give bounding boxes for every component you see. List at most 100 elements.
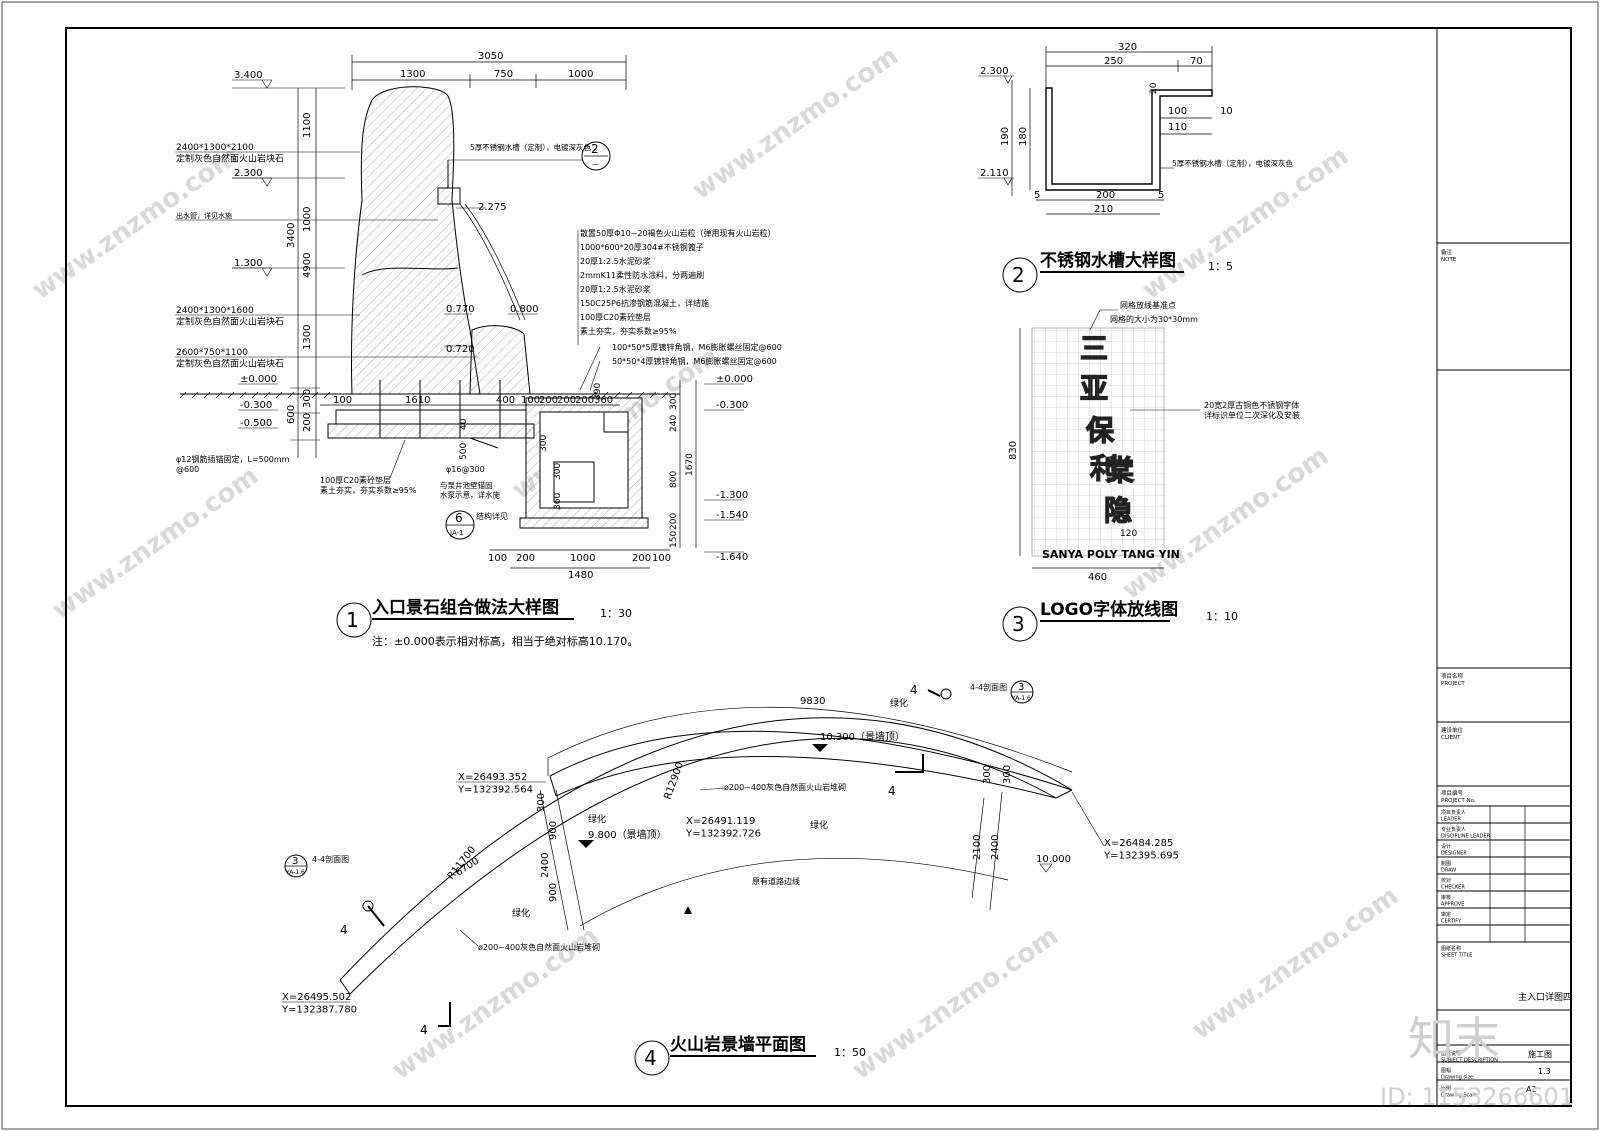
callout-sheet: —	[592, 160, 599, 168]
dim-text: 750	[494, 69, 513, 80]
detail-title: LOGO字体放线图	[1040, 599, 1178, 620]
logo-char: 亚	[1080, 372, 1108, 405]
dim-text: 20	[1149, 82, 1159, 94]
watermark: www.znzmo.com	[687, 41, 904, 206]
dim-text: 800	[669, 471, 679, 488]
road-edge-line	[579, 857, 1009, 927]
section-ref-label: 4-4剖面图	[312, 854, 349, 864]
rock-lower	[469, 325, 531, 395]
dim-text: 200	[669, 513, 679, 530]
note-text: 150C25P6抗渗钢筋混凝土，详结施	[580, 298, 709, 308]
dim-text: 3050	[478, 51, 503, 62]
level-text: 0.800	[510, 304, 539, 315]
right-notes: 散置50厚Φ10~20褐色火山岩粒（弹用现有火山岩粒） 1000*600*20厚…	[440, 228, 782, 499]
detail-number: 3	[1012, 612, 1025, 636]
material-label: ø200~400灰色自然面火山岩堆砌	[724, 782, 846, 792]
material-label: ø200~400灰色自然面火山岩堆砌	[478, 942, 600, 952]
dim-text: 240	[669, 415, 679, 432]
note-trough: 5厚不锈钢水槽（定制），电镀深灰色	[470, 142, 592, 152]
note-text: 20厚1:2.5水泥砂浆	[580, 256, 651, 266]
dim-text: 400	[496, 395, 515, 406]
dim-text: 200	[516, 553, 535, 564]
dim-text: 5	[1158, 190, 1164, 201]
detail-scale: 1：5	[1208, 260, 1233, 273]
level-text: 9.800（景墙顶）	[588, 828, 667, 841]
note-text: 网格放线基准点	[1120, 300, 1176, 310]
level-text: 10.000	[1036, 854, 1071, 865]
plan-label: 原有道路边线	[752, 876, 800, 886]
dim-text: 120	[1120, 529, 1137, 539]
tb-sheet-no: 1.3	[1538, 1067, 1551, 1076]
dim-text: 180	[1018, 127, 1029, 146]
dim-text: 190	[1000, 127, 1011, 146]
dim-text: 300	[669, 393, 679, 410]
level-text: -0.500	[240, 418, 272, 429]
section-ref-sheet: YA-1.6	[1011, 695, 1031, 702]
pump-pit-inner	[539, 411, 629, 509]
section-ref-label: 4-4剖面图	[970, 682, 1007, 692]
note-text: 20宽2厚古铜色不锈钢字体详标识单位二次深化及安装	[1204, 400, 1300, 420]
watermark: www.znzmo.com	[1187, 881, 1404, 1046]
detail-scale: 1：30	[600, 607, 632, 620]
detail-number-circle	[634, 1040, 670, 1076]
note-text: 出水管，详见水施	[176, 211, 232, 220]
note-text: 50*50*4厚镀锌角钢，M6膨胀螺丝固定@600	[612, 356, 777, 366]
dim-text: 360	[553, 493, 563, 510]
dim-text: 1300	[400, 69, 425, 80]
logo-char: 隐	[1104, 494, 1132, 527]
dim-text: 1000	[570, 553, 595, 564]
section-ref-sheet: YA-1.6	[285, 869, 305, 876]
logo-caption: SANYA POLY TANG YIN	[1042, 548, 1180, 561]
dim-text: 100	[652, 553, 671, 564]
logo-char: 保	[1086, 414, 1115, 447]
note-text: 20厚1:2.5水泥砂浆	[580, 284, 651, 294]
dim-text: 900	[548, 883, 559, 902]
dim-text: 250	[1104, 56, 1123, 67]
level-text: -1.540	[716, 510, 748, 521]
foundation-base	[327, 423, 535, 439]
dim-text: 100	[1168, 106, 1187, 117]
detail-1-stone-section: 3050 1300 750 1000 1100 1000 1300 3400 4…	[175, 51, 782, 648]
dim-text: 830	[1008, 441, 1019, 460]
dim-text: 390	[593, 383, 603, 400]
level-text: 0.720	[446, 344, 475, 355]
section-mark: 4	[910, 683, 918, 697]
dim-text: 300	[1002, 765, 1013, 784]
detail-number: 1	[346, 608, 359, 632]
foundation-slab	[335, 409, 527, 425]
detail-title: 入口景石组合做法大样图	[372, 597, 559, 618]
dim-text: 4900	[302, 253, 313, 278]
detail-title: 不锈钢水槽大样图	[1040, 250, 1176, 271]
dim-text: 2400	[990, 835, 1001, 860]
dim-text: 300	[982, 765, 993, 784]
note-text: 1000*600*20厚304#不锈钢篦子	[580, 242, 704, 252]
dim-text: 5	[1034, 190, 1040, 201]
level-text: 1.300	[234, 258, 263, 269]
dim-text: 320	[1118, 42, 1137, 53]
dim-text: 150	[669, 531, 679, 548]
brand-logo: 知末	[1408, 1012, 1500, 1066]
dim-text: 3400	[286, 223, 297, 248]
section-mark: 4	[420, 1023, 428, 1037]
dim-text: 2100	[972, 835, 983, 860]
water-trough	[437, 187, 461, 205]
level-text: -1.300	[716, 490, 748, 501]
note-text: 100*50*5厚镀锌角钢，M6膨胀螺丝固定@600	[612, 342, 782, 352]
dim-text: 200	[1096, 190, 1115, 201]
dim-text: 200	[632, 553, 651, 564]
dim-text: 200	[302, 413, 313, 432]
watermark: www.znzmo.com	[27, 141, 244, 306]
